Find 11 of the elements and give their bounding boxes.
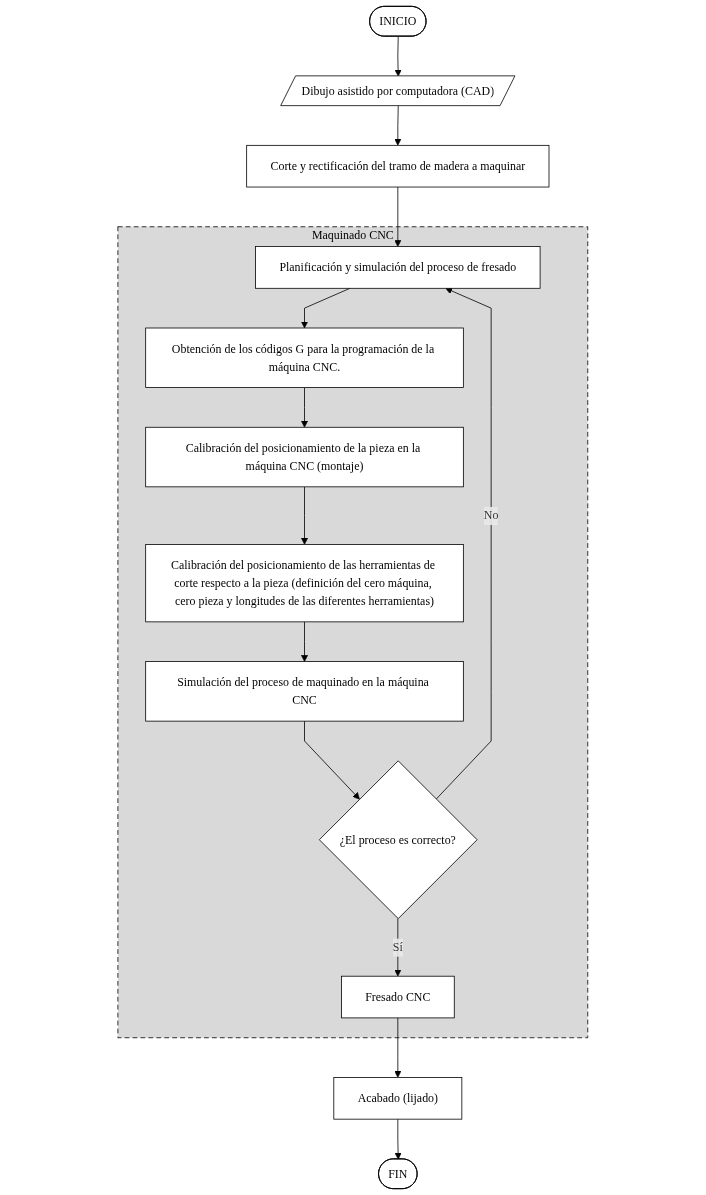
node-box: Acabado (lijado): [333, 1077, 463, 1120]
node-box: Obtención de los códigos G para la programación de la máquina CNC.: [145, 327, 464, 388]
node-box: Calibración del posicionamiento de las herramientas de corte respecto a la pieza (definición del cero máquina, cero pieza y longitudes de las diferentes herramientas): [145, 544, 464, 623]
edge-label: Sí: [393, 940, 403, 954]
node-box: Simulación del proceso de maquinado en la máquina CNC: [145, 661, 464, 722]
edge-label: No: [484, 509, 499, 522]
node-box: Fresado CNC: [341, 975, 455, 1019]
node-box: Corte y rectificación del tramo de madera a maquinar: [246, 144, 550, 188]
node-box: Calibración del posicionamiento de la pieza en la máquina CNC (montaje): [145, 426, 464, 488]
node-diamond: ¿El proceso es correcto?: [319, 760, 478, 919]
node-box: Planificación y simulación del proceso de fresado: [255, 246, 541, 289]
